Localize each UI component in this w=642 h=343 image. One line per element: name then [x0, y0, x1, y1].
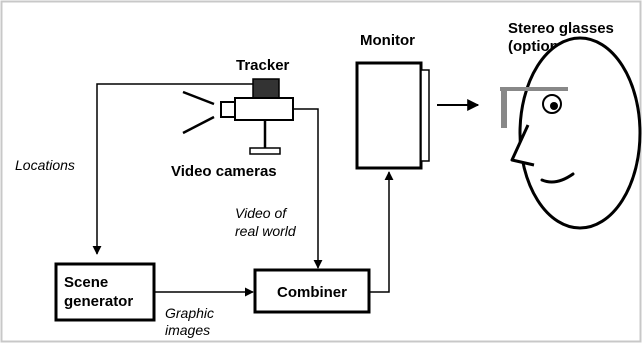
viewer-head-icon	[510, 36, 642, 230]
locations-label: Locations	[15, 157, 75, 173]
video-of-real-world-label-line2: real world	[235, 223, 297, 239]
scene-generator-label-line1: Scene	[64, 274, 108, 291]
graphic-images-label-line1: Graphic	[165, 305, 214, 321]
scene-generator-label-line2: generator	[64, 293, 133, 310]
combiner-to-monitor-arrow	[369, 171, 394, 293]
stereo-glasses-icon	[500, 87, 568, 128]
graphic-images-label-line2: images	[165, 322, 210, 338]
tracker-label: Tracker	[236, 57, 290, 74]
tracker-block	[252, 78, 280, 100]
video-of-real-world-arrow	[293, 108, 323, 269]
video-of-real-world-label-line1: Video of	[235, 205, 288, 221]
combiner-label: Combiner	[277, 284, 347, 301]
monitor-label: Monitor	[360, 32, 415, 49]
video-cameras-label: Video cameras	[171, 163, 277, 180]
combiner-box	[253, 268, 371, 314]
scene-generator-box	[54, 262, 156, 322]
video-camera-icon	[182, 90, 294, 155]
locations-arrow	[92, 83, 253, 255]
stereo-glasses-label-line1: Stereo glasses	[508, 20, 614, 37]
monitor-icon	[355, 61, 430, 170]
